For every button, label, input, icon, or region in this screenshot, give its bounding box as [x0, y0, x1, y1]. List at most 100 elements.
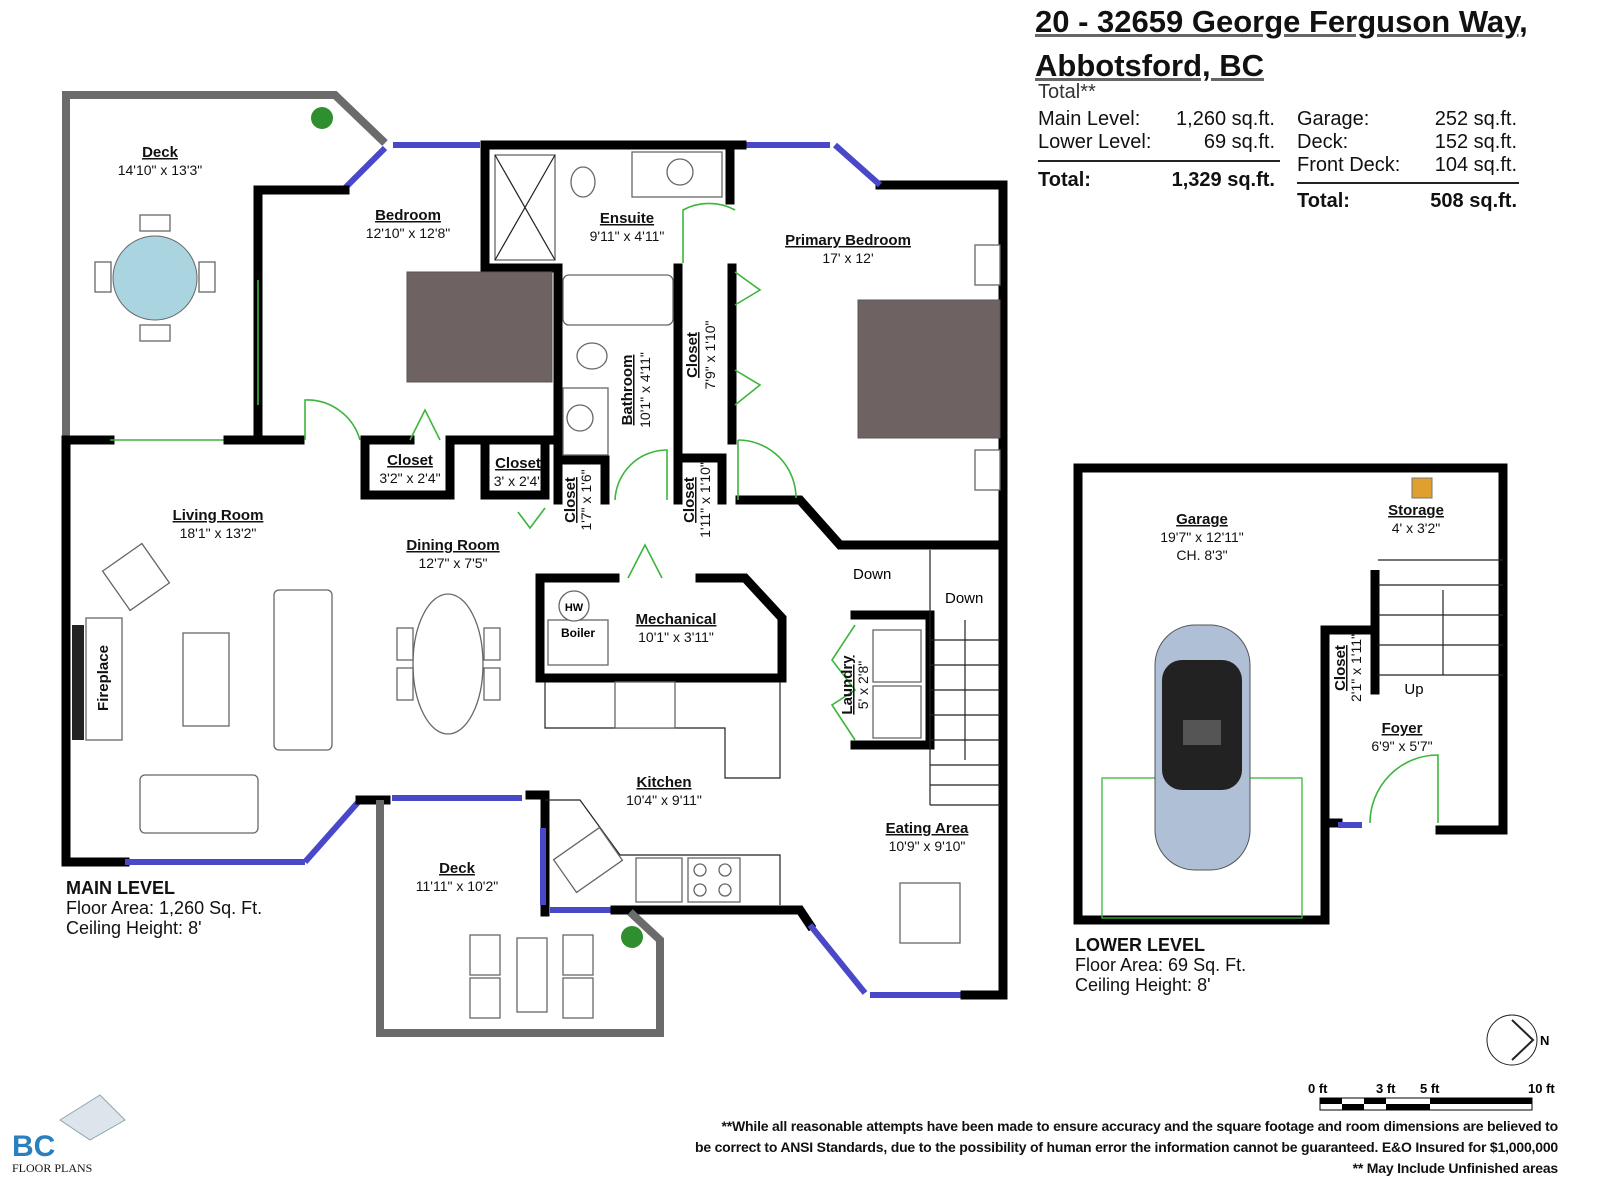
- sofa: [139, 774, 259, 834]
- front-deck-value: 104 sq.ft.: [1434, 154, 1517, 176]
- range: [687, 857, 741, 903]
- logo-floor-plans: FLOOR PLANS: [12, 1161, 92, 1175]
- main-level-label: Main Level:: [1038, 108, 1141, 130]
- room-name: Garage: [1176, 511, 1228, 528]
- deck-lounger: [562, 934, 594, 976]
- room-dims: 5' x 2'8": [855, 661, 871, 709]
- toilet: [576, 342, 608, 370]
- wall: [1320, 570, 1380, 830]
- lower-level-title: LOWER LEVEL: [1075, 935, 1205, 955]
- lower-level-info: LOWER LEVEL Floor Area: 69 Sq. Ft. Ceili…: [1075, 935, 1246, 995]
- sofa: [273, 589, 333, 751]
- room-name: Kitchen: [636, 774, 691, 791]
- room-dims: 19'7" x 12'11": [1160, 529, 1244, 545]
- chair: [396, 627, 414, 661]
- deck-lounger: [469, 934, 501, 976]
- lower-level-ceiling: Ceiling Height: 8': [1075, 975, 1211, 995]
- room-dims: 3'2" x 2'4": [379, 470, 440, 486]
- window: [342, 145, 388, 191]
- divider: [1038, 160, 1280, 162]
- scale-tick: 10 ft: [1528, 1081, 1555, 1096]
- bifold-door[interactable]: [627, 543, 663, 579]
- room-dims: 14'10" x 13'3": [118, 162, 203, 178]
- sink: [666, 158, 694, 186]
- room-name: Closet: [1332, 645, 1349, 691]
- stairs-lower[interactable]: [1378, 559, 1503, 676]
- disclaimer: **While all reasonable attempts have bee…: [695, 1116, 1558, 1179]
- burner: [718, 883, 732, 897]
- room-name: Closet: [387, 452, 433, 469]
- bed: [857, 299, 1001, 439]
- dishwasher: [614, 681, 676, 729]
- address-line-2: Abbotsford, BC: [1035, 48, 1265, 83]
- room-dims: 7'9" x 1'10": [702, 320, 718, 389]
- room-name: Eating Area: [886, 820, 969, 837]
- chair: [396, 667, 414, 701]
- other-total-label: Total:: [1297, 190, 1350, 212]
- counter: [545, 799, 781, 905]
- window: [302, 798, 363, 864]
- door[interactable]: [304, 399, 361, 441]
- stairs-main[interactable]: [930, 620, 1000, 786]
- deck-lounger: [469, 977, 501, 1019]
- bifold-door[interactable]: [734, 271, 762, 306]
- scale-tick: 5 ft: [1420, 1081, 1440, 1096]
- chair: [198, 261, 216, 293]
- bifold-door[interactable]: [830, 624, 857, 741]
- bifold-door[interactable]: [409, 408, 441, 441]
- wall: [480, 435, 550, 500]
- deck-table: [516, 937, 548, 1013]
- lower-level-label: Lower Level:: [1038, 131, 1152, 153]
- nightstand: [974, 244, 1001, 286]
- wall: [875, 180, 1008, 1000]
- wall: [1320, 818, 1343, 925]
- washer: [872, 685, 922, 739]
- plant-icon: [621, 926, 643, 948]
- bifold-door[interactable]: [517, 507, 546, 530]
- lower-level-area: Floor Area: 69 Sq. Ft.: [1075, 955, 1247, 975]
- room-dims: 10'4" x 9'11": [626, 792, 702, 808]
- toilet: [570, 166, 596, 198]
- chair: [139, 214, 171, 232]
- eating-table: [899, 882, 961, 944]
- deck-label: Deck:: [1297, 131, 1349, 153]
- main-level-info: MAIN LEVEL Floor Area: 1,260 Sq. Ft. Cei…: [66, 878, 262, 938]
- door[interactable]: [614, 449, 668, 501]
- disclaimer-line: ** May Include Unfinished areas: [1352, 1160, 1559, 1176]
- room-name: Ensuite: [600, 210, 654, 227]
- room-name: Closet: [684, 332, 701, 378]
- bathtub: [562, 274, 674, 326]
- room-name: Living Room: [173, 507, 264, 524]
- door[interactable]: [737, 439, 797, 500]
- wall: [610, 905, 817, 932]
- garage-value: 252 sq.ft.: [1434, 108, 1517, 130]
- boiler-label: Boiler: [561, 626, 595, 640]
- dryer: [872, 629, 922, 683]
- coffee-table: [182, 632, 230, 727]
- room-name: Deck: [142, 144, 179, 161]
- nightstand: [974, 449, 1001, 491]
- room-dims: 9'11" x 4'11": [590, 228, 665, 244]
- room-dims: 10'1" x 4'11": [637, 352, 653, 428]
- stairs-down-label[interactable]: Down: [945, 590, 983, 607]
- door[interactable]: [1369, 754, 1439, 824]
- stairs-up-label[interactable]: Up: [1404, 681, 1423, 698]
- burner: [693, 863, 707, 877]
- room-dims: 3' x 2'4": [494, 473, 542, 489]
- main-level-area: Floor Area: 1,260 Sq. Ft.: [66, 898, 263, 918]
- main-level-value: 1,260 sq.ft.: [1176, 108, 1275, 130]
- stairs-down-label[interactable]: Down: [853, 566, 891, 583]
- hot-water-tank: [558, 590, 590, 622]
- other-total-value: 508 sq.ft.: [1430, 190, 1517, 212]
- room-name: Bedroom: [375, 207, 441, 224]
- disclaimer-line: **While all reasonable attempts have bee…: [721, 1118, 1559, 1134]
- room-dims: 10'1" x 3'11": [638, 629, 714, 645]
- bed: [406, 271, 553, 383]
- garage-label: Garage:: [1297, 108, 1370, 130]
- exterior-wall: [61, 435, 130, 867]
- door[interactable]: [682, 202, 736, 263]
- bifold-door[interactable]: [734, 369, 762, 406]
- deck-wall: [62, 91, 388, 440]
- room-dims: 1'11" x 1'10": [697, 462, 713, 538]
